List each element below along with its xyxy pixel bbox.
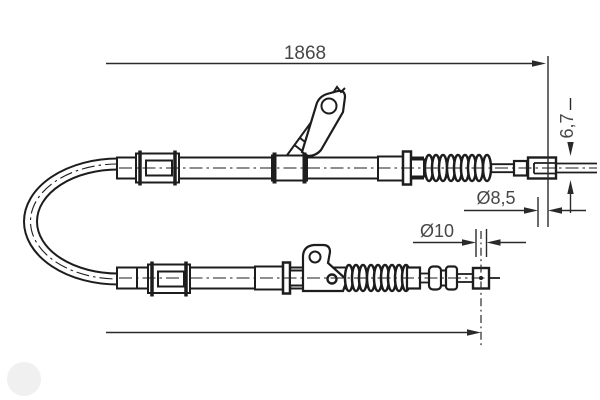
dimension-end-diameter: Ø8,5: [464, 188, 586, 227]
watermark-dot: [7, 362, 41, 396]
upper-mounting-bracket: [300, 85, 347, 158]
bracket-hole: [308, 250, 322, 264]
dimension-layer: 1868 6,7 Ø8,5 Ø10: [106, 43, 586, 348]
end-diameter-label: Ø8,5: [476, 188, 515, 208]
loop-centerline: [29, 163, 119, 280]
upper-cable-assembly: [116, 85, 597, 186]
bracket-hole: [320, 97, 338, 115]
cable-drawing: [23, 85, 597, 297]
lower-cable-assembly: [116, 243, 500, 297]
cable-eye: [326, 273, 338, 285]
lower-clamp-sleeve: [147, 261, 191, 297]
dimension-overall-length: 1868: [106, 43, 549, 227]
dimension-baseline: [106, 231, 482, 348]
lower-mounting-bracket: [301, 243, 349, 293]
cable-return-loop: [23, 157, 119, 286]
dimension-rod-diameter: Ø10: [413, 221, 526, 257]
overall-length-label: 1868: [284, 43, 326, 64]
rod-diameter-label: Ø10: [420, 221, 454, 241]
dimension-end-height: 6,7: [557, 98, 577, 213]
end-height-label: 6,7: [557, 113, 577, 138]
